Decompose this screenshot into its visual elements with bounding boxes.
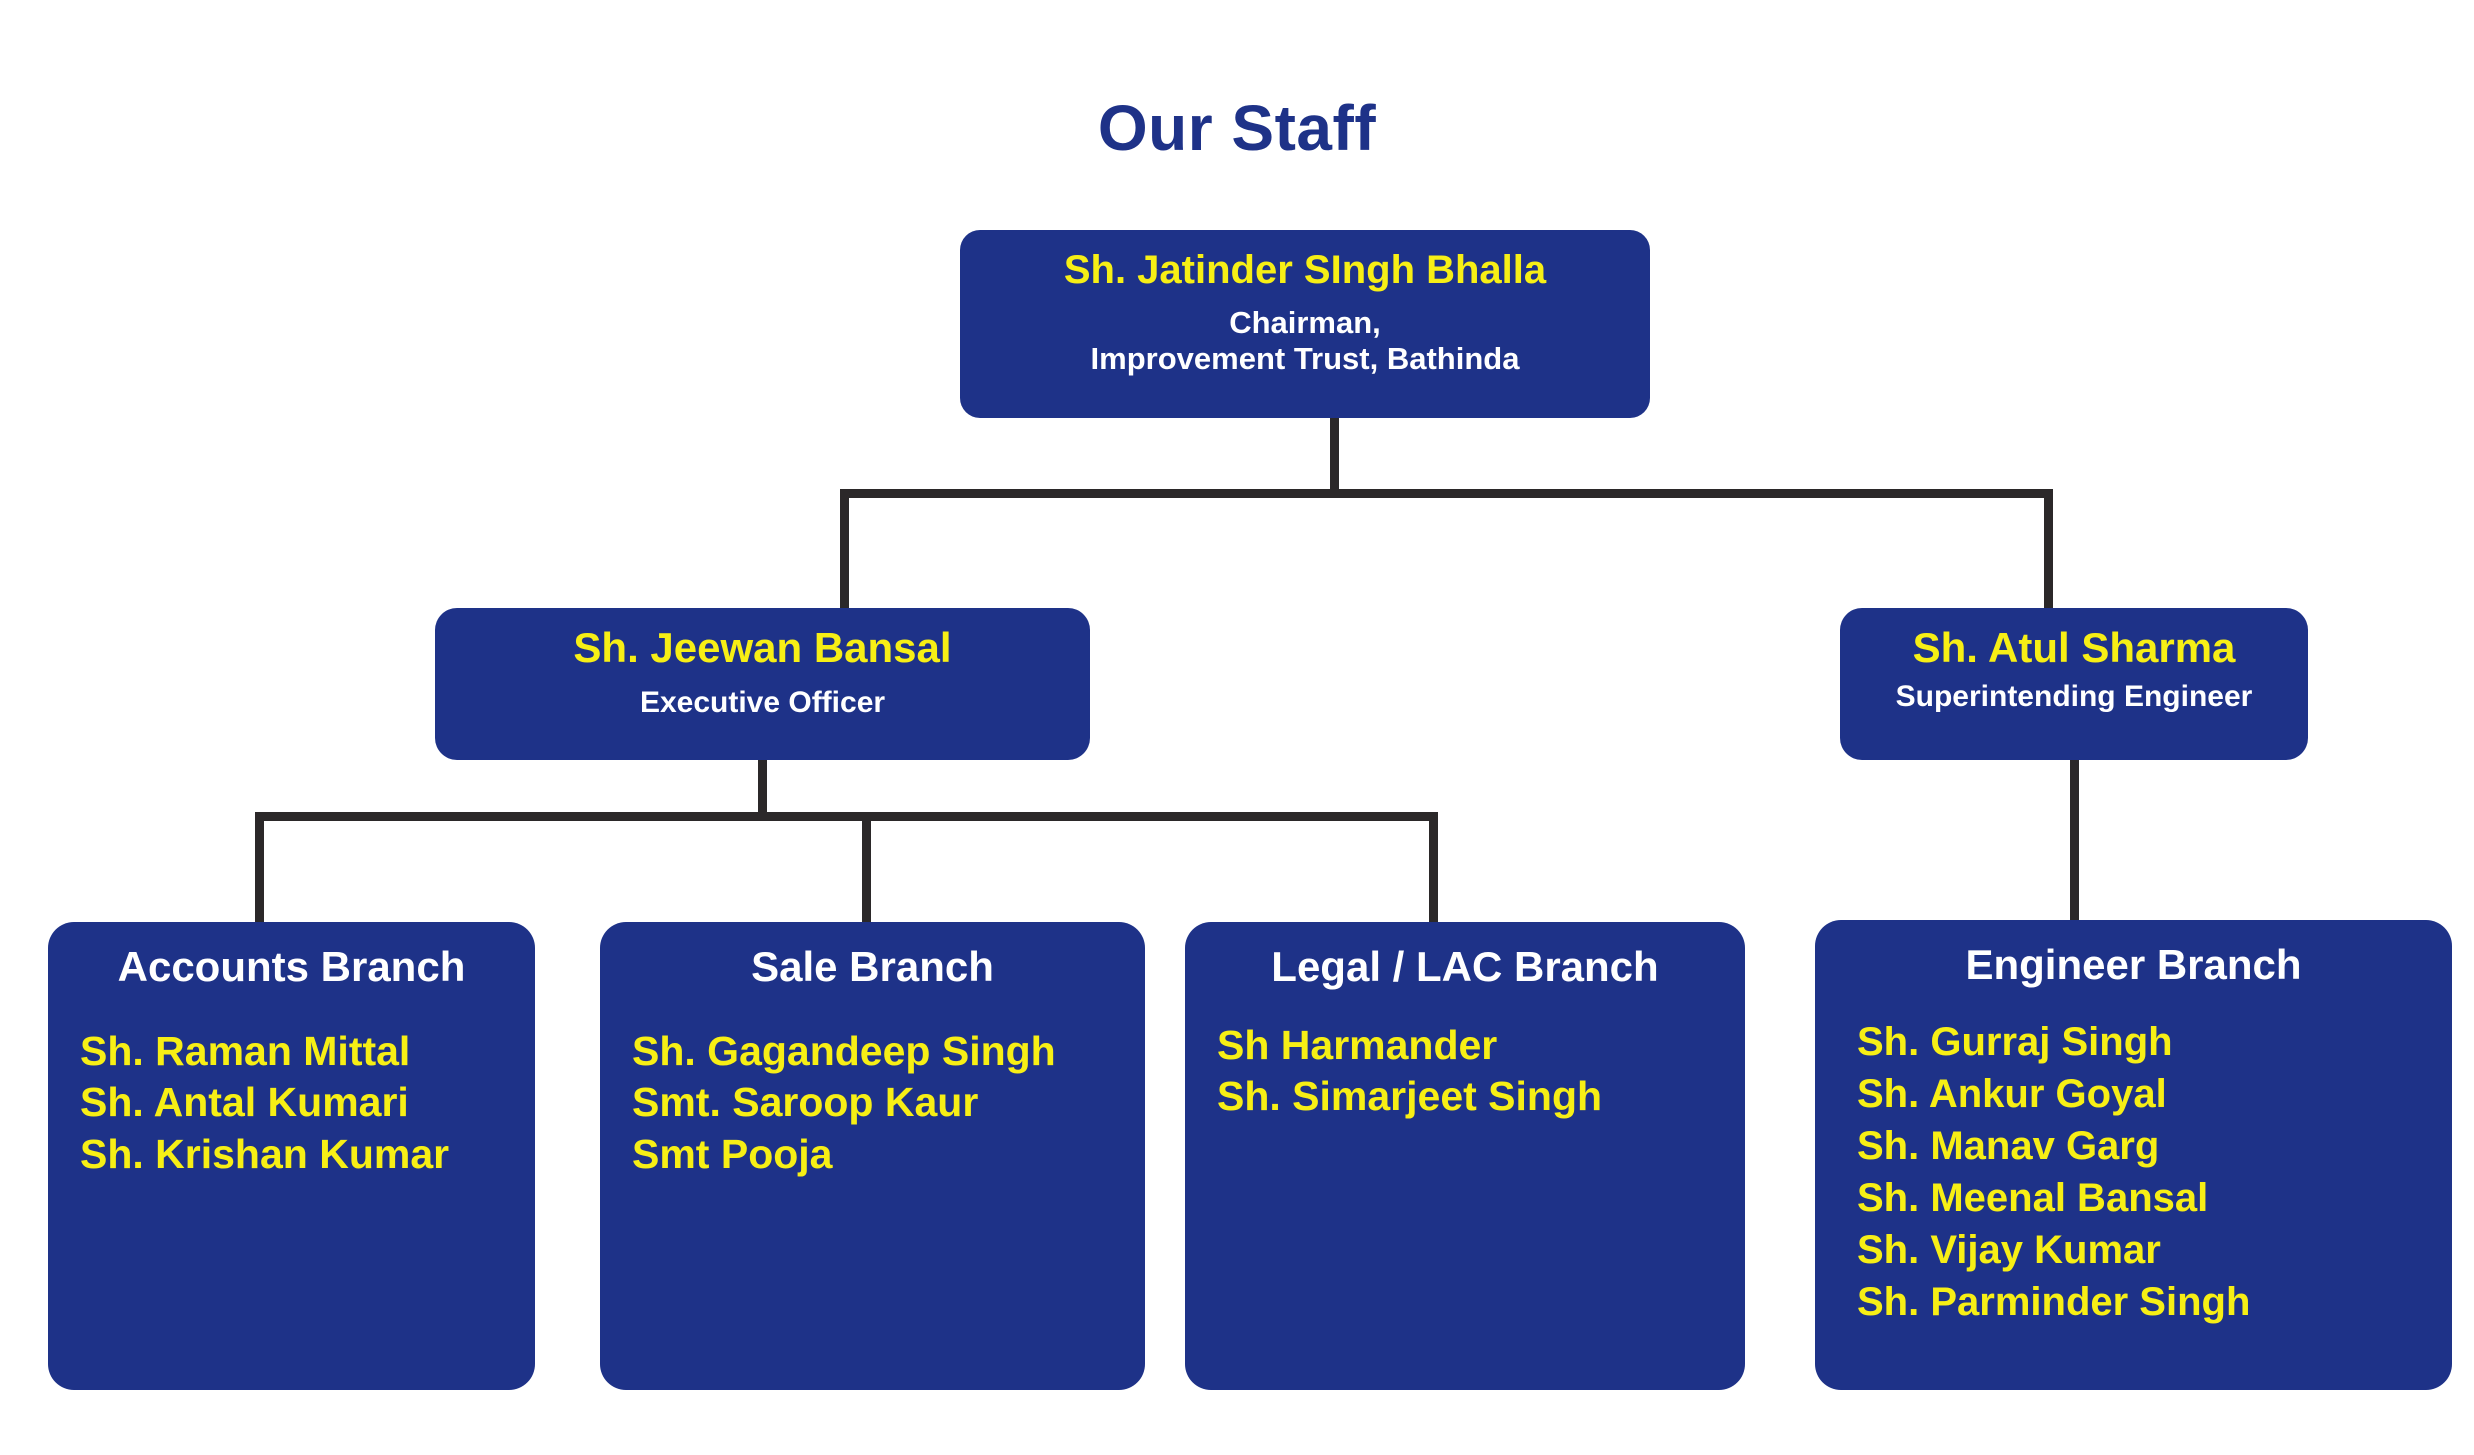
connector-to-engineer-branch [2070, 760, 2079, 928]
accounts-branch-heading: Accounts Branch [117, 943, 466, 990]
connector-to-superintending-engineer [2044, 489, 2053, 611]
staff-member-name: Sh. Vijay Kumar [1857, 1228, 2161, 1273]
staff-member-name: Sh. Krishan Kumar [80, 1130, 450, 1177]
superintending-engineer-role: Superintending Engineer [1895, 680, 2253, 714]
connector-level2-bar [255, 812, 1438, 821]
staff-member-name: Sh. Parminder Singh [1857, 1280, 2251, 1325]
connector-chairman-stem [1330, 418, 1339, 496]
executive-officer-role: Executive Officer [639, 686, 886, 720]
connector-executive-officer-stem [758, 760, 767, 818]
connector-to-accounts-branch [255, 812, 264, 928]
engineer-branch-heading: Engineer Branch [1965, 941, 2302, 988]
staff-member-name: Sh. Raman Mittal [80, 1028, 411, 1075]
chairman-name: Sh. Jatinder SIngh Bhalla [1063, 248, 1547, 292]
legal-branch-heading: Legal / LAC Branch [1271, 943, 1659, 990]
staff-member-name: Smt. Saroop Kaur [632, 1079, 979, 1126]
sale-branch-heading: Sale Branch [751, 943, 994, 990]
staff-member-name: Smt Pooja [632, 1130, 833, 1177]
page-title: Our Staff [1097, 92, 1377, 164]
org-node-chairman[interactable]: Sh. Jatinder SIngh Bhalla Chairman, Impr… [960, 230, 1650, 418]
staff-member-name: Sh. Simarjeet Singh [1217, 1073, 1603, 1120]
staff-member-name: Sh. Gurraj Singh [1857, 1020, 2173, 1065]
connector-level1-bar [840, 489, 2053, 498]
staff-member-name: Sh. Manav Garg [1857, 1124, 2160, 1169]
executive-officer-name: Sh. Jeewan Bansal [573, 624, 952, 671]
chairman-role: Chairman, Improvement Trust, Bathinda [1090, 304, 1520, 377]
connector-to-executive-officer [840, 489, 849, 611]
connector-to-legal-branch [1429, 812, 1438, 928]
org-node-executive-officer[interactable]: Sh. Jeewan Bansal Executive Officer [435, 608, 1090, 760]
staff-member-name: Sh Harmander [1217, 1022, 1498, 1069]
connector-to-sale-branch [862, 812, 871, 928]
staff-member-name: Sh. Antal Kumari [80, 1079, 409, 1126]
staff-member-name: Sh. Meenal Bansal [1857, 1176, 2209, 1221]
staff-member-name: Sh. Ankur Goyal [1857, 1072, 2167, 1117]
staff-member-name: Sh. Gagandeep Singh [632, 1028, 1056, 1075]
org-node-superintending-engineer[interactable]: Sh. Atul Sharma Superintending Engineer [1840, 608, 2308, 760]
superintending-engineer-name: Sh. Atul Sharma [1912, 624, 2236, 671]
